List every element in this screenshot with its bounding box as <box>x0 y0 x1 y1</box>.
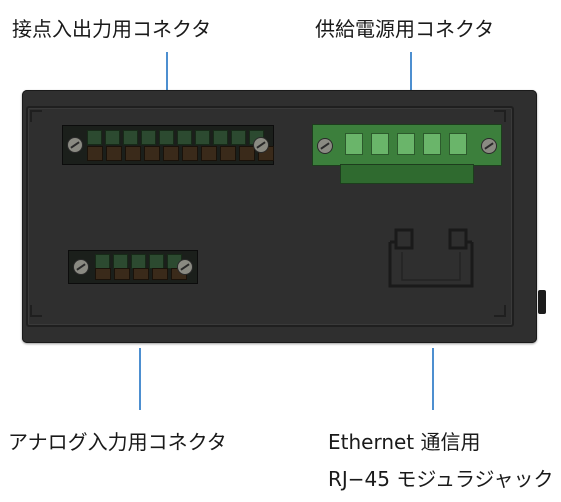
ethernet-leader-line <box>432 348 434 410</box>
screw-icon <box>253 137 269 153</box>
screw-icon <box>73 259 89 275</box>
screw-icon <box>481 138 497 154</box>
power-terminal <box>423 133 441 155</box>
screw-icon <box>67 137 83 153</box>
analog-input-leader-line <box>139 348 141 410</box>
power-terminal <box>449 133 467 155</box>
ethernet-label-line1: Ethernet 通信用 <box>328 430 481 454</box>
analog-input-connector <box>68 250 198 284</box>
ethernet-label-line2: RJ−45 モジュラジャック <box>328 467 554 491</box>
panel-inner-frame <box>26 106 514 327</box>
power-terminal <box>397 133 415 155</box>
analog-input-pin-row <box>95 254 182 269</box>
contact-io-connector <box>62 125 274 165</box>
panel-corner-notch <box>30 110 42 122</box>
panel-corner-notch <box>30 305 42 317</box>
panel-corner-notch <box>494 305 506 317</box>
power-connector-base <box>340 164 474 184</box>
rj45-jack <box>388 228 474 288</box>
screw-icon <box>177 259 193 275</box>
power-connector <box>312 124 502 166</box>
screw-icon <box>317 138 333 154</box>
power-connector-label: 供給電源用コネクタ <box>315 17 495 41</box>
contact-io-terminal-row <box>87 146 274 161</box>
analog-input-connector-label: アナログ入力用コネクタ <box>8 430 227 454</box>
contact-io-pin-row <box>87 130 264 145</box>
power-terminal <box>371 133 389 155</box>
side-latch <box>538 290 546 314</box>
power-terminal <box>345 133 363 155</box>
analog-input-terminal-row <box>95 268 187 280</box>
contact-io-connector-label: 接点入出力用コネクタ <box>12 17 212 41</box>
panel-corner-notch <box>494 110 506 122</box>
